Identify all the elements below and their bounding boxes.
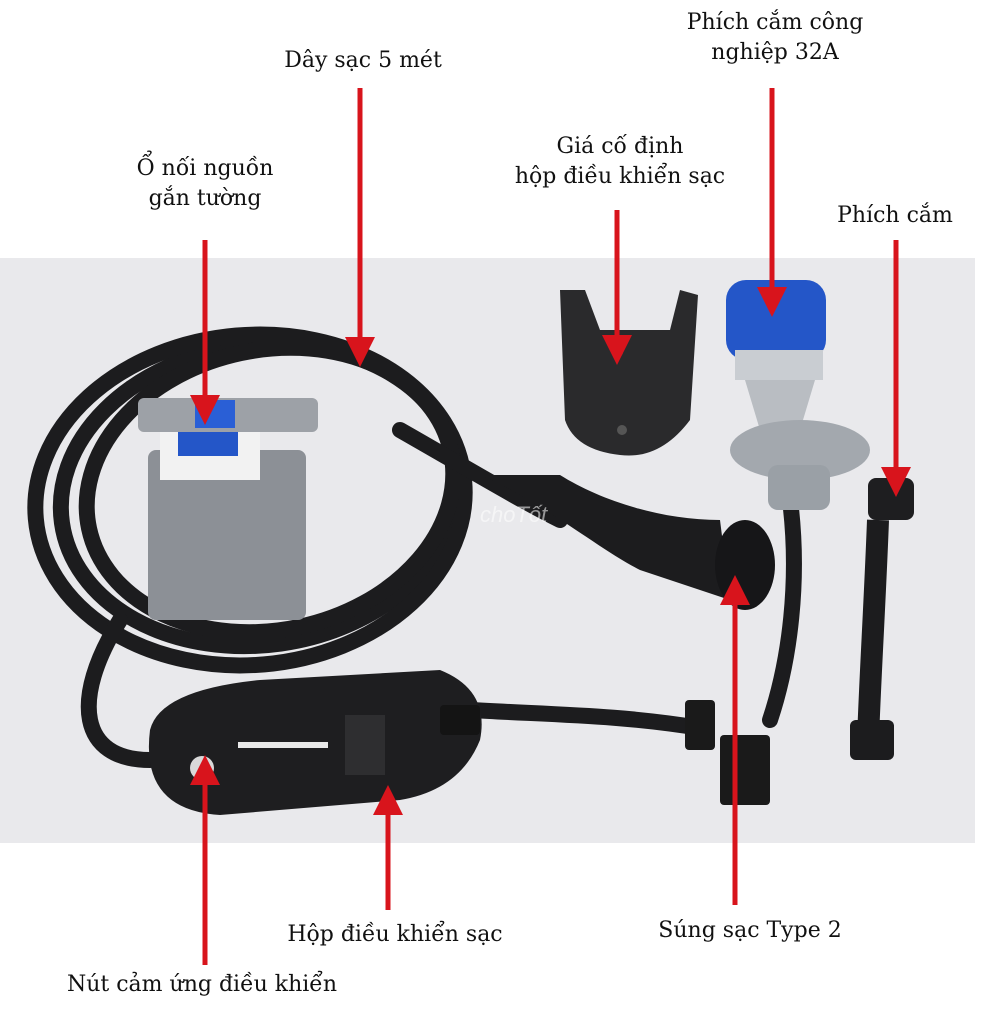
wall-socket — [138, 398, 318, 620]
charging-cable-coil — [27, 326, 802, 768]
label-control-box: Hộp điều khiển sạc — [287, 922, 503, 947]
watermark: choTốt — [480, 502, 548, 527]
callout-arrows — [190, 88, 911, 965]
label-touch-button: Nút cảm ứng điều khiển — [66, 972, 337, 997]
label-industrial-plug: Phích cắm công nghiệp 32A — [686, 10, 864, 65]
label-plug: Phích cắm — [837, 203, 953, 228]
label-cable: Dây sạc 5 mét — [284, 48, 442, 73]
label-holder: Giá cố định hộp điều khiển sạc — [514, 134, 726, 189]
industrial-32a-plug — [726, 280, 870, 510]
label-wall-socket: Ổ nối nguồn gắn tường — [136, 156, 274, 211]
label-type2-gun: Súng sạc Type 2 — [658, 918, 842, 943]
